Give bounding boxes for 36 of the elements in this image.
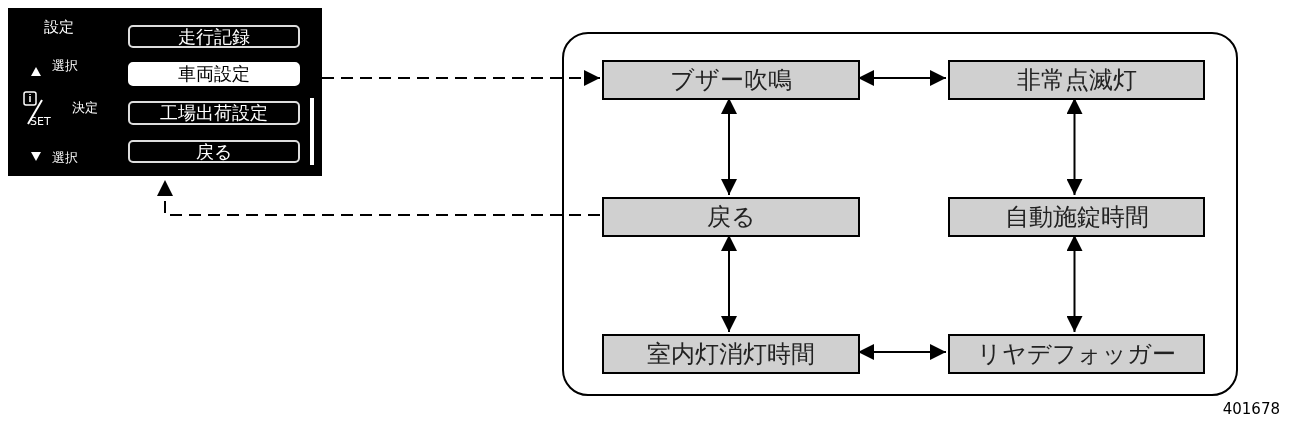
item-label: 非常点滅灯 (1016, 65, 1137, 96)
menu-item (128, 101, 300, 125)
double-arrow (1066, 97, 1083, 196)
double-arrow (1066, 234, 1083, 333)
screen-label: 選択 (52, 57, 78, 75)
item-label: 室内灯消灯時間 (647, 339, 815, 370)
display-screen (8, 8, 322, 176)
dashed-arrow (321, 70, 601, 86)
setting-box (948, 60, 1205, 100)
item-label: 走行記録 (178, 24, 250, 49)
setting-box (948, 197, 1205, 237)
item-label: 自動施錠時間 (1004, 202, 1149, 233)
double-arrow (857, 70, 947, 86)
double-arrow (721, 234, 737, 333)
item-label: 車両設定 (178, 62, 250, 86)
dashed-arrow (157, 179, 601, 216)
screen-label: 設定 (44, 18, 74, 37)
setting-box (602, 334, 860, 374)
setting-box (602, 197, 860, 237)
item-label: リヤデフォッガー (977, 339, 1176, 370)
item-label: 戻る (196, 139, 232, 164)
double-arrow (721, 97, 737, 196)
button-label: SET (30, 115, 51, 128)
screen-label: 選択 (52, 149, 78, 167)
menu-item (128, 140, 300, 163)
item-label: 工場出荷設定 (160, 101, 268, 125)
menu-frame (562, 32, 1238, 396)
screen-label: 決定 (72, 99, 98, 117)
menu-item (128, 25, 300, 48)
figure-number: 401678 (1222, 400, 1280, 418)
setting-box (948, 334, 1205, 374)
double-arrow (857, 344, 947, 360)
selected-menu-item (128, 62, 300, 86)
item-label: ブザー吹鳴 (670, 65, 792, 96)
item-label: 戻る (706, 202, 756, 233)
setting-box (602, 60, 860, 100)
